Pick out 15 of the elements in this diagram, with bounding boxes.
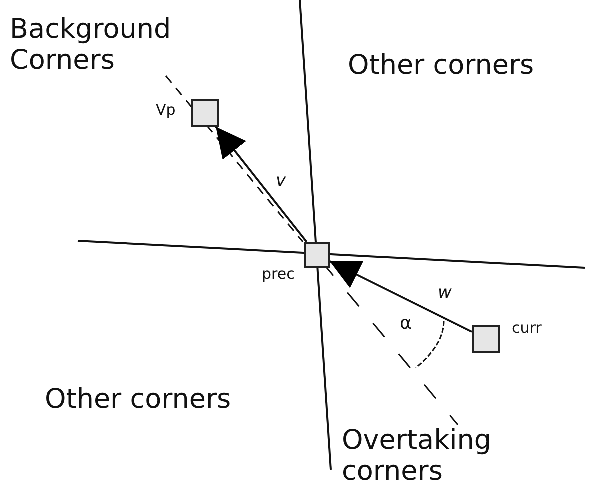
arrow [330,260,472,333]
region-label: Other corners [348,50,534,82]
square-node [472,325,500,353]
square-node [191,99,219,127]
edge-label: w [438,284,452,304]
node-caption: Vp [156,102,176,120]
edge-label: v [276,172,286,192]
angle-label: α [400,314,412,335]
region-label: Overtaking corners [342,425,492,488]
region-label: Background Corners [10,14,172,76]
region-label: Other corners [45,384,232,416]
square-node [304,242,330,268]
arrow [215,126,308,243]
node-caption: prec [262,266,295,284]
node-caption: curr [512,320,542,338]
